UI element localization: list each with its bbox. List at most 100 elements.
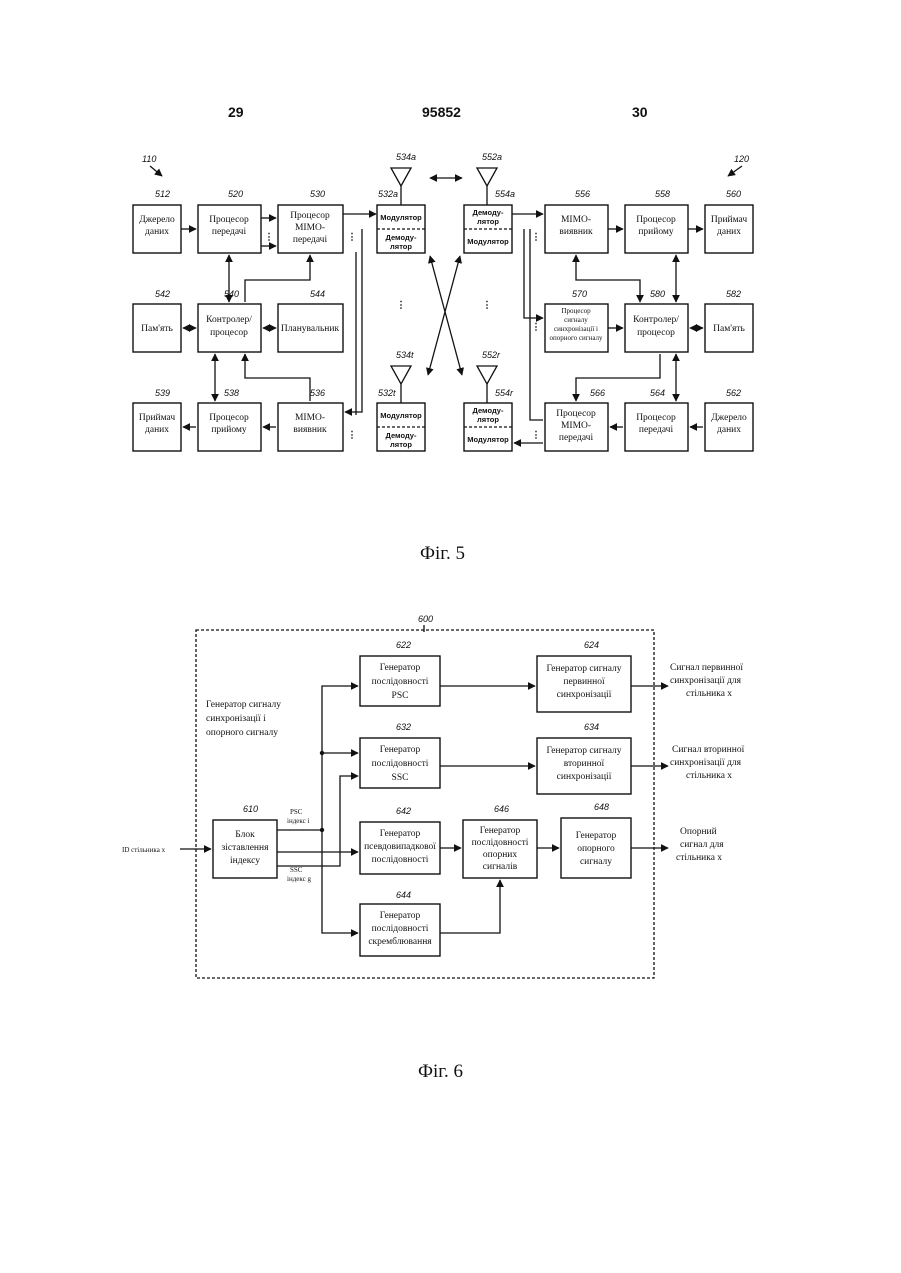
- label-b632-2: послідовності: [372, 759, 429, 769]
- label-mimo-tx-left-2: МІМО-: [295, 223, 325, 233]
- label-sink-l-2: даних: [145, 425, 169, 435]
- label-ant-demod-a-2: лятор: [477, 217, 499, 226]
- ref-610: 610: [243, 804, 258, 814]
- label-ctrl-l-1: Контролер/: [206, 315, 252, 325]
- label-b622-3: PSC: [392, 691, 409, 701]
- ref-634: 634: [584, 722, 599, 732]
- label-ant-mod-r: Модулятор: [467, 435, 509, 444]
- ref-624: 624: [584, 640, 599, 650]
- dots-4: ⋮: [396, 300, 406, 311]
- group-label-3: опорного сигналу: [206, 728, 278, 738]
- output-2-line-1: Сигнал вторинної: [672, 745, 745, 755]
- ref-540: 540: [224, 289, 239, 299]
- label-sync-3: синхронізації і: [554, 325, 598, 333]
- psc-index-1: PSC: [290, 808, 303, 816]
- ref-560: 560: [726, 189, 741, 199]
- label-rx-proc-l-1: Процесор: [209, 413, 249, 423]
- label-b646-4: сигналів: [483, 862, 518, 872]
- label-b642-3: послідовності: [372, 855, 429, 865]
- label-tx-proc-r-1: Процесор: [636, 413, 676, 423]
- label-b642-1: Генератор: [380, 829, 421, 839]
- label-b642-2: псевдовипадкової: [364, 842, 436, 852]
- figure-6-diagram: 600 Генератор сигналу синхронізації і оп…: [0, 610, 901, 990]
- ref-648: 648: [594, 802, 609, 812]
- label-b622-2: послідовності: [372, 677, 429, 687]
- ref-632: 632: [396, 722, 411, 732]
- ssc-index-2: індекс g: [287, 875, 311, 883]
- ref-582: 582: [726, 289, 741, 299]
- ref-530: 530: [310, 189, 325, 199]
- ref-120: 120: [734, 154, 749, 164]
- figure-6-caption: Фіг. 6: [418, 1061, 463, 1083]
- label-data-source-left-2: даних: [145, 227, 169, 237]
- antenna-552r-icon: [477, 366, 497, 384]
- psc-index-2: індекс i: [287, 817, 309, 825]
- ref-539: 539: [155, 388, 170, 398]
- label-b648-3: сигналу: [580, 857, 612, 867]
- label-rx-proc-r-1: Процесор: [636, 215, 676, 225]
- ref-566: 566: [590, 388, 605, 398]
- label-mod-a: Модулятор: [380, 213, 422, 222]
- label-demod-t-1: Демоду-: [386, 431, 417, 440]
- ssc-index-1: SSC: [290, 866, 303, 874]
- label-b634-1: Генератор сигналу: [547, 746, 622, 756]
- antenna-552a-icon: [477, 168, 497, 186]
- ref-556: 556: [575, 189, 590, 199]
- label-tx-proc-r-2: передачі: [639, 425, 674, 435]
- label-data-source-left-1: Джерело: [139, 215, 175, 225]
- output-2-line-3: стільника x: [686, 771, 732, 781]
- antenna-534t-icon: [391, 366, 411, 384]
- label-demod-t-2: лятор: [390, 440, 412, 449]
- label-ant-demod-a-1: Демоду-: [473, 208, 504, 217]
- output-1-line-2: синхронізації для: [670, 676, 742, 686]
- label-b634-2: вторинної: [564, 759, 605, 769]
- label-rx-proc-r-2: прийому: [638, 226, 674, 237]
- label-sync-2: сигналу: [564, 316, 588, 324]
- ref-554r: 554r: [495, 388, 514, 398]
- label-b610-3: індексу: [230, 856, 260, 866]
- group-label-2: синхронізації і: [206, 714, 266, 724]
- ref-110: 110: [142, 154, 156, 164]
- figure-5-diagram: 110 120 512 Джерело даних 520 Процесор п…: [0, 140, 901, 610]
- ref-534t: 534t: [396, 350, 414, 360]
- label-ant-demod-r-2: лятор: [477, 415, 499, 424]
- label-b644-2: послідовності: [372, 924, 429, 934]
- label-mod-t: Модулятор: [380, 411, 422, 420]
- label-ctrl-l-2: процесор: [210, 328, 248, 338]
- label-b634-3: синхронізації: [557, 772, 612, 782]
- label-demod-a-2: лятор: [390, 242, 412, 251]
- label-rx-proc-l-2: прийому: [211, 424, 247, 435]
- label-ant-mod-a: Модулятор: [467, 237, 509, 246]
- label-sink-l-1: Приймач: [139, 412, 176, 423]
- dots-8: ⋮: [531, 430, 541, 441]
- label-mimo-tx-r-2: МІМО-: [561, 421, 591, 431]
- label-mimo-tx-left-3: передачі: [293, 235, 328, 245]
- ref-552r: 552r: [482, 350, 501, 360]
- label-sync-4: опорного сигналу: [549, 334, 603, 342]
- label-sink-r-2: даних: [717, 227, 741, 237]
- ref-622: 622: [396, 640, 411, 650]
- label-mimo-tx-r-3: передачі: [559, 433, 594, 443]
- ref-538: 538: [224, 388, 239, 398]
- group-label-1: Генератор сигналу: [206, 700, 281, 710]
- label-b624-2: первинної: [563, 677, 605, 687]
- label-mimo-tx-left-1: Процесор: [290, 211, 330, 221]
- ref-552a: 552a: [482, 152, 502, 162]
- label-sync-1: Процесор: [561, 307, 591, 315]
- label-tx-proc-left-1: Процесор: [209, 215, 249, 225]
- dots-1: ⋮: [264, 232, 274, 243]
- ref-600: 600: [418, 614, 433, 624]
- dots-3: ⋮: [531, 232, 541, 243]
- output-1-line-3: стільника x: [686, 689, 732, 699]
- ref-544: 544: [310, 289, 325, 299]
- output-3-line-1: Опорний: [680, 826, 717, 837]
- label-src-r-1: Джерело: [711, 413, 747, 423]
- label-b624-1: Генератор сигналу: [547, 664, 622, 674]
- ref-570: 570: [572, 289, 587, 299]
- ref-536: 536: [310, 388, 325, 398]
- ref-642: 642: [396, 806, 411, 816]
- output-1-line-1: Сигнал первинної: [670, 663, 743, 673]
- label-b646-2: послідовності: [472, 838, 529, 848]
- dots-2: ⋮: [347, 232, 357, 243]
- label-b632-3: SSC: [392, 773, 409, 783]
